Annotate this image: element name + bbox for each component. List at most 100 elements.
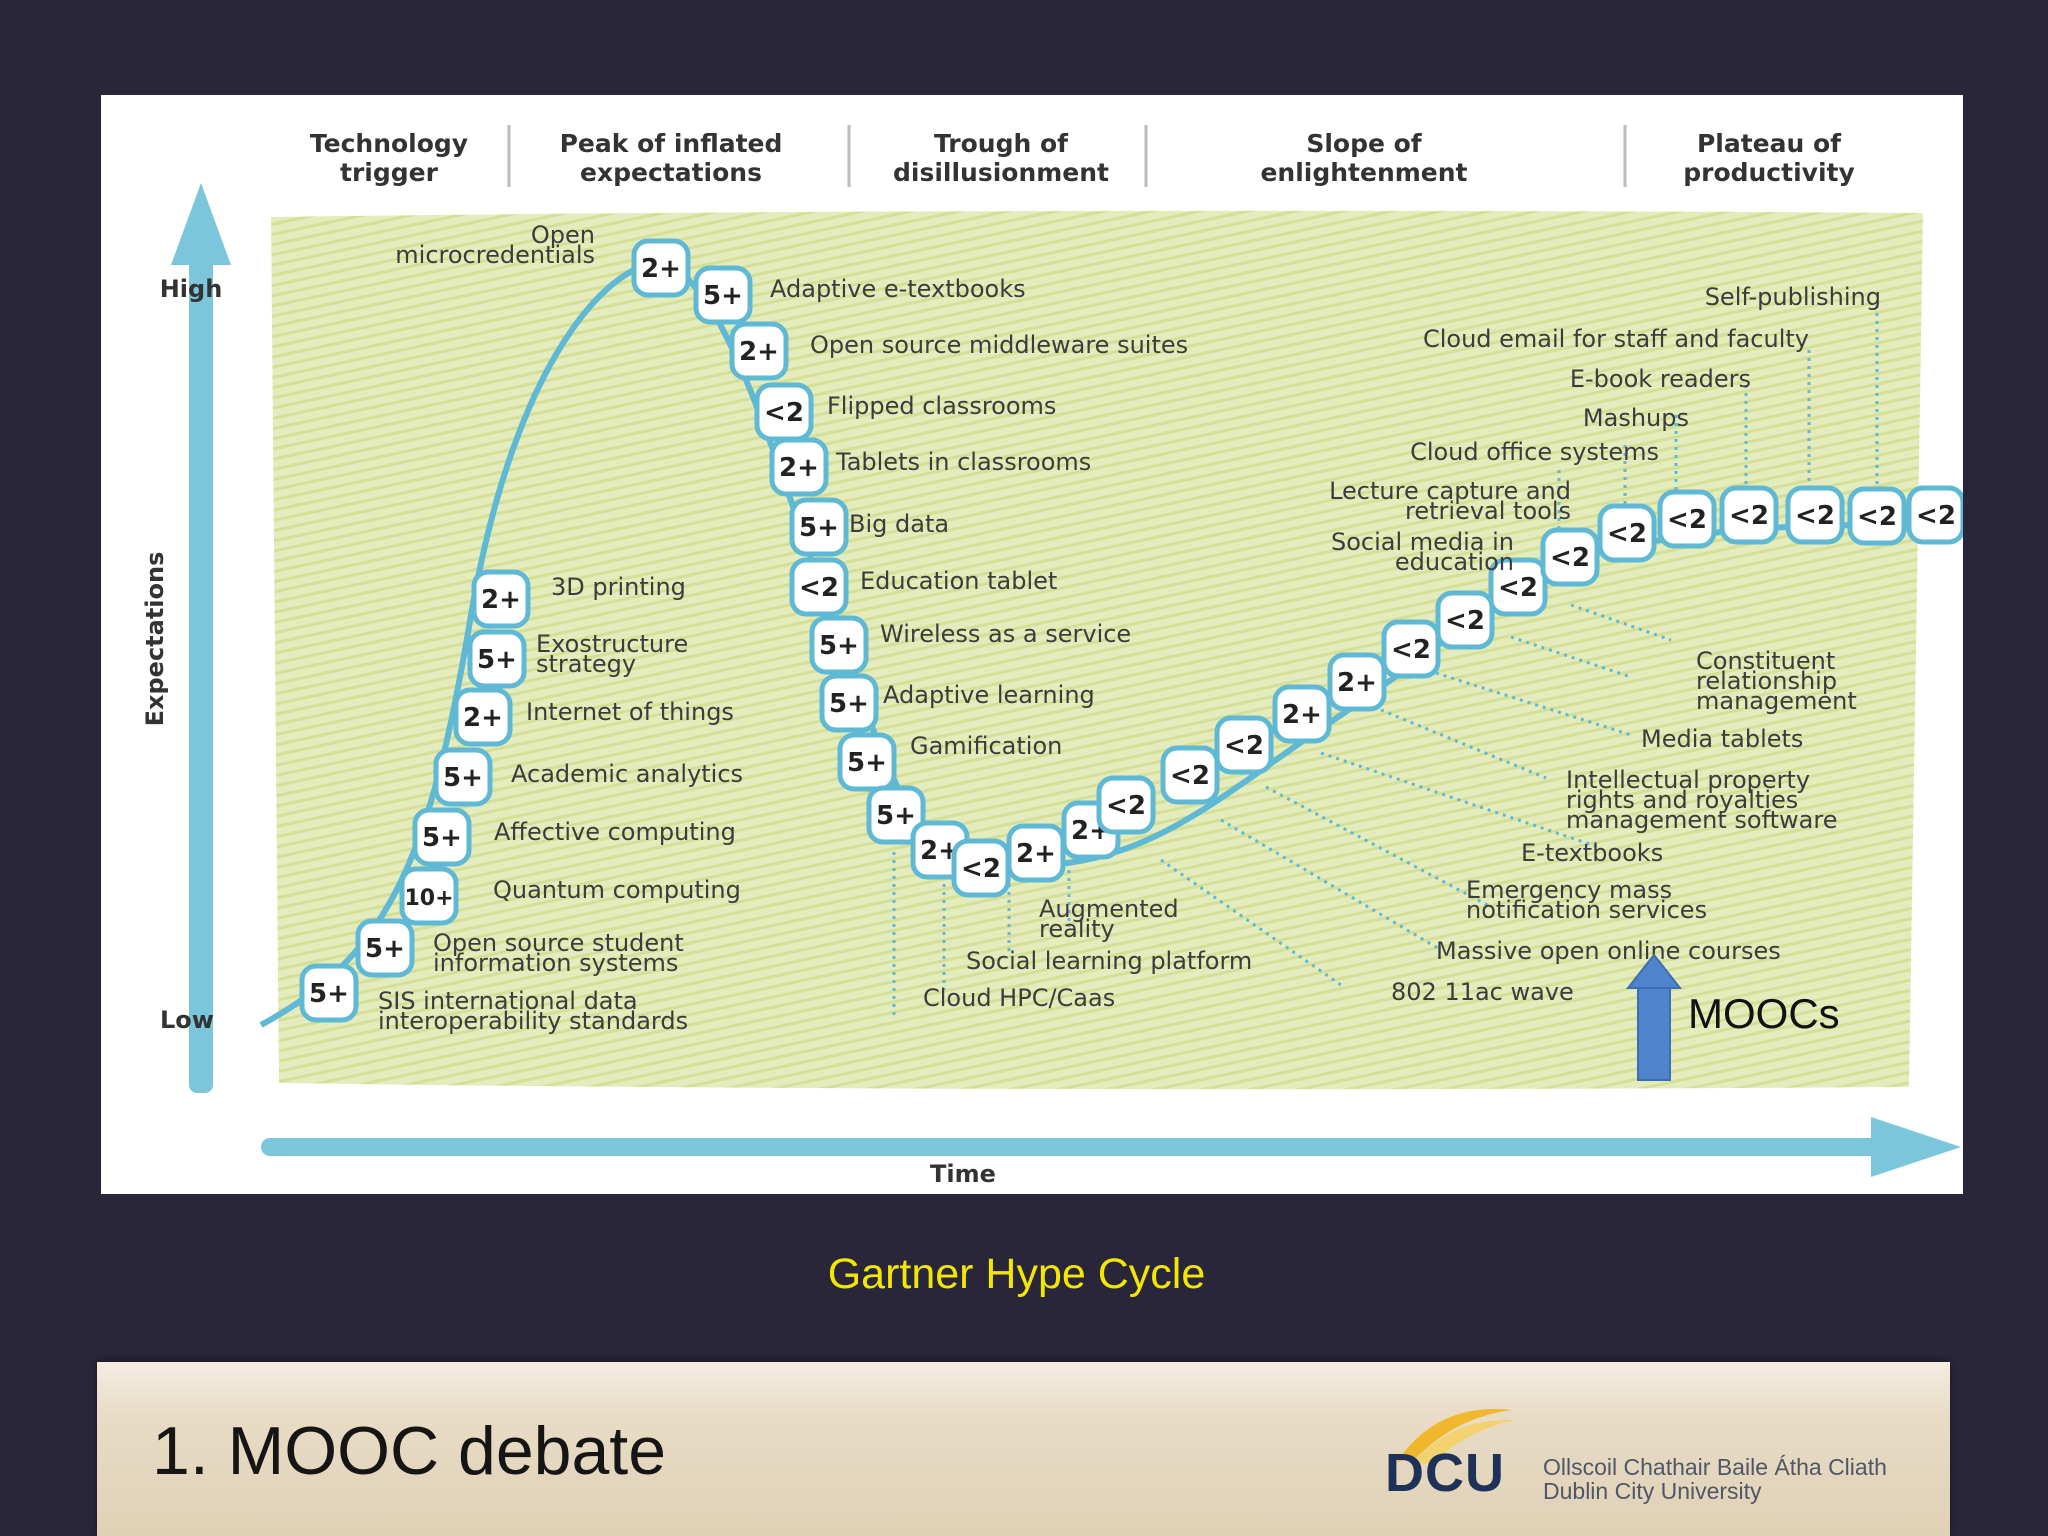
maturity-badge-box [693,265,753,325]
maturity-badge: <2 [1540,527,1600,587]
maturity-badge-box [631,238,691,298]
maturity-badge-label: 5+ [847,748,887,778]
maturity-badge-label: 5+ [477,645,517,675]
y-axis-low-label: Low [160,1006,214,1034]
maturity-badge: 2+ [1327,652,1387,712]
technology-label: Adaptive learning [883,681,1095,709]
maturity-badge: <2 [1719,485,1779,545]
maturity-badge-label: 5+ [365,934,405,964]
x-axis-bar [261,1138,1901,1156]
maturity-badge: <2 [1435,590,1495,650]
mooc-callout-label: MOOCs [1688,990,1840,1037]
leader-line [1380,708,1547,780]
technology-label: Adaptive e-textbooks [770,275,1026,303]
maturity-badge: 2+ [471,569,531,629]
maturity-badge: <2 [1096,775,1156,835]
maturity-badge-box [1597,503,1657,563]
maturity-badge-box [1847,486,1907,546]
chart-background-band [271,210,1923,1090]
maturity-badge: 2+ [631,238,691,298]
maturity-badge: <2 [754,382,814,442]
phase-label-line2: disillusionment [893,158,1109,187]
slide-footer: 1. MOOC debate DCU Ollscoil Chathair Bai… [97,1362,1950,1536]
technology-label: education [1395,548,1514,576]
maturity-badge-label: 5+ [703,281,743,311]
maturity-badge: 5+ [299,963,359,1023]
maturity-badge-box [471,569,531,629]
maturity-badge-label: <2 [1106,791,1146,821]
technology-label: Tablets in classrooms [835,448,1091,476]
technology-label: rights and royalties [1566,786,1798,814]
maturity-badge-box [1381,619,1441,679]
maturity-badge-label: <2 [1550,543,1590,573]
maturity-badge: 5+ [809,615,869,675]
maturity-badge: 5+ [412,807,472,867]
technology-label: Social media in [1331,528,1514,556]
maturity-badge: 5+ [819,673,879,733]
maturity-badge-box [399,866,459,926]
maturity-badge: <2 [1381,619,1441,679]
technology-label: microcredentials [395,241,595,269]
maturity-badge-label: 10+ [404,886,453,911]
maturity-badge-box [1435,590,1495,650]
phase-label-line2: expectations [580,158,762,187]
technology-label: strategy [536,650,636,678]
technology-label: Big data [849,510,949,538]
maturity-badge-label: 2+ [779,453,819,483]
maturity-badge-box [1906,485,1963,545]
leader-line [1220,818,1442,952]
maturity-badge-label: <2 [1607,519,1647,549]
maturity-badge-label: 2+ [463,703,503,733]
maturity-badge-box [433,747,493,807]
maturity-badge-box [1540,527,1600,587]
maturity-badge-label: 5+ [443,763,483,793]
maturity-badge-label: <2 [764,398,804,428]
technology-label: relationship [1696,667,1837,695]
leader-line [1435,671,1632,737]
technology-label: E-book readers [1570,365,1751,393]
maturity-badge: 2+ [1272,684,1332,744]
maturity-badge-box [355,918,415,978]
maturity-badge-box [1160,745,1220,805]
y-axis-high-label: High [160,275,223,303]
maturity-badge-label: <2 [1170,761,1210,791]
maturity-badge-label: 2+ [1282,700,1322,730]
maturity-badge-box [1488,557,1548,617]
dcu-logo-text: DCU [1385,1443,1505,1503]
maturity-badge-box [729,321,789,381]
maturity-badge-box [1214,715,1274,775]
maturity-badge-label: <2 [1224,731,1264,761]
maturity-badge-box [819,673,879,733]
maturity-badge: 5+ [837,732,897,792]
university-name-irish: Ollscoil Chathair Baile Átha Cliath [1543,1454,1887,1480]
maturity-badge-box [1006,823,1066,883]
maturity-badge: <2 [789,557,849,617]
maturity-badge-box [1272,684,1332,744]
technology-label: information systems [433,949,678,977]
maturity-badge-box [789,497,849,557]
slide-title: 1. MOOC debate [152,1413,667,1489]
technology-label: management [1696,687,1857,715]
technology-label: Constituent [1696,647,1835,675]
technology-label: Intellectual property [1566,766,1810,794]
leader-line [1265,785,1492,909]
technology-label: Massive open online courses [1436,937,1781,965]
maturity-badge-box [809,615,869,675]
technology-label: Affective computing [494,818,736,846]
phase-label-line2: enlightenment [1260,158,1467,187]
maturity-badge-label: <2 [1445,606,1485,636]
diagram-caption: Gartner Hype Cycle [827,1250,1206,1298]
maturity-badge: <2 [1160,745,1220,805]
technology-label: Media tablets [1641,725,1803,753]
maturity-badge-box [789,557,849,617]
maturity-badge-box [453,687,513,747]
dcu-swoosh-icon [1397,1409,1515,1464]
leader-line [1570,603,1672,642]
maturity-badge: 5+ [467,629,527,689]
y-axis-title: Expectations [141,552,169,727]
technology-label: Cloud office systems [1410,438,1659,466]
technology-label: Flipped classrooms [827,392,1056,420]
technology-label: SIS international data [378,987,638,1015]
maturity-badge-box [837,732,897,792]
